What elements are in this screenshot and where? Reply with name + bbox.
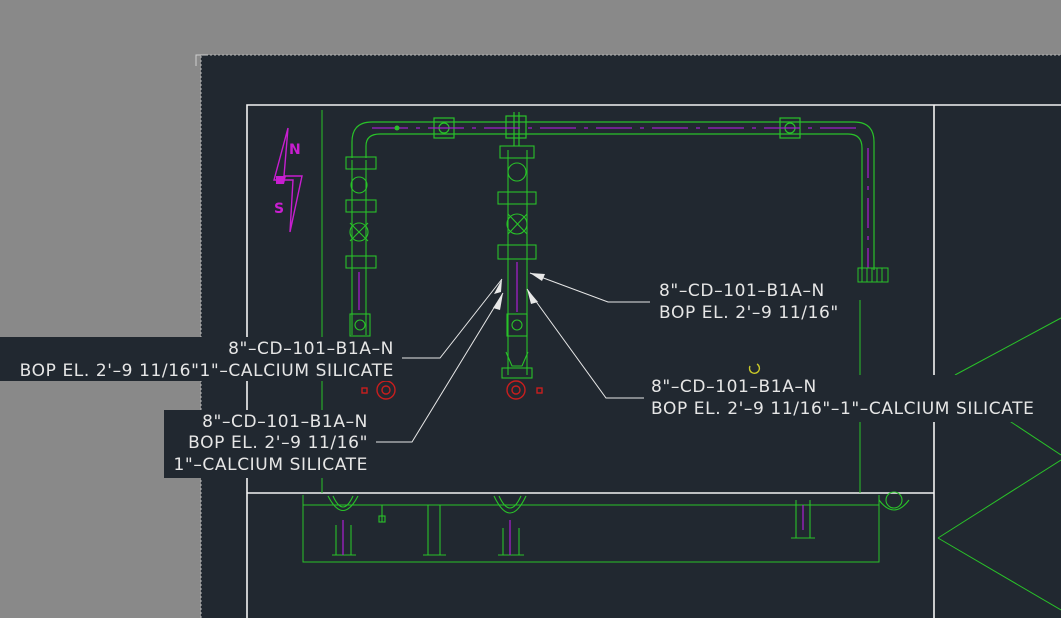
south-label: S [274,201,284,217]
label-line-3: 1"–CALCIUM SILICATE [174,455,369,475]
label-line-2: BOP EL. 2'–9 11/16"1"–CALCIUM SILICATE [20,361,394,381]
pipe-label-left-lower[interactable]: 8"–CD–101–B1A–N BOP EL. 2'–9 11/16" 1"–C… [164,292,504,478]
paper-edge [200,54,1061,618]
corner-mark [195,54,208,66]
pipe-label-left-boxed[interactable]: 8"–CD–101–B1A–N BOP EL. 2'–9 11/16"1"–CA… [0,278,503,381]
lower-elevation [327,491,910,556]
loading-cursor-icon [748,363,761,374]
paper-sheet [201,55,1061,618]
label-line-1: 8"–CD–101–B1A–N [202,412,368,432]
pipe-run-center [497,145,537,379]
label-line-1: 8"–CD–101–B1A–N [659,281,825,301]
north-label: N [289,142,301,158]
pipe-label-right-mid[interactable]: 8"–CD–101–B1A–N BOP EL. 2'–9 11/16"–1"–C… [526,288,1061,422]
lower-centerlines [342,505,804,555]
label-line-1: 8"–CD–101–B1A–N [651,377,817,397]
label-line-2: BOP EL. 2'–9 11/16" [659,303,839,323]
label-line-1: 8"–CD–101–B1A–N [228,339,394,359]
label-line-2: BOP EL. 2'–9 11/16"–1"–CALCIUM SILICATE [651,399,1034,419]
pipe-label-right-top[interactable]: 8"–CD–101–B1A–N BOP EL. 2'–9 11/16" [529,272,839,323]
pipe-end-right [857,267,889,283]
pipe-run-left [345,156,377,337]
label-line-2: BOP EL. 2'–9 11/16" [188,433,368,453]
north-arrow: N S [273,127,303,233]
pipe-marker-dot [394,125,400,131]
